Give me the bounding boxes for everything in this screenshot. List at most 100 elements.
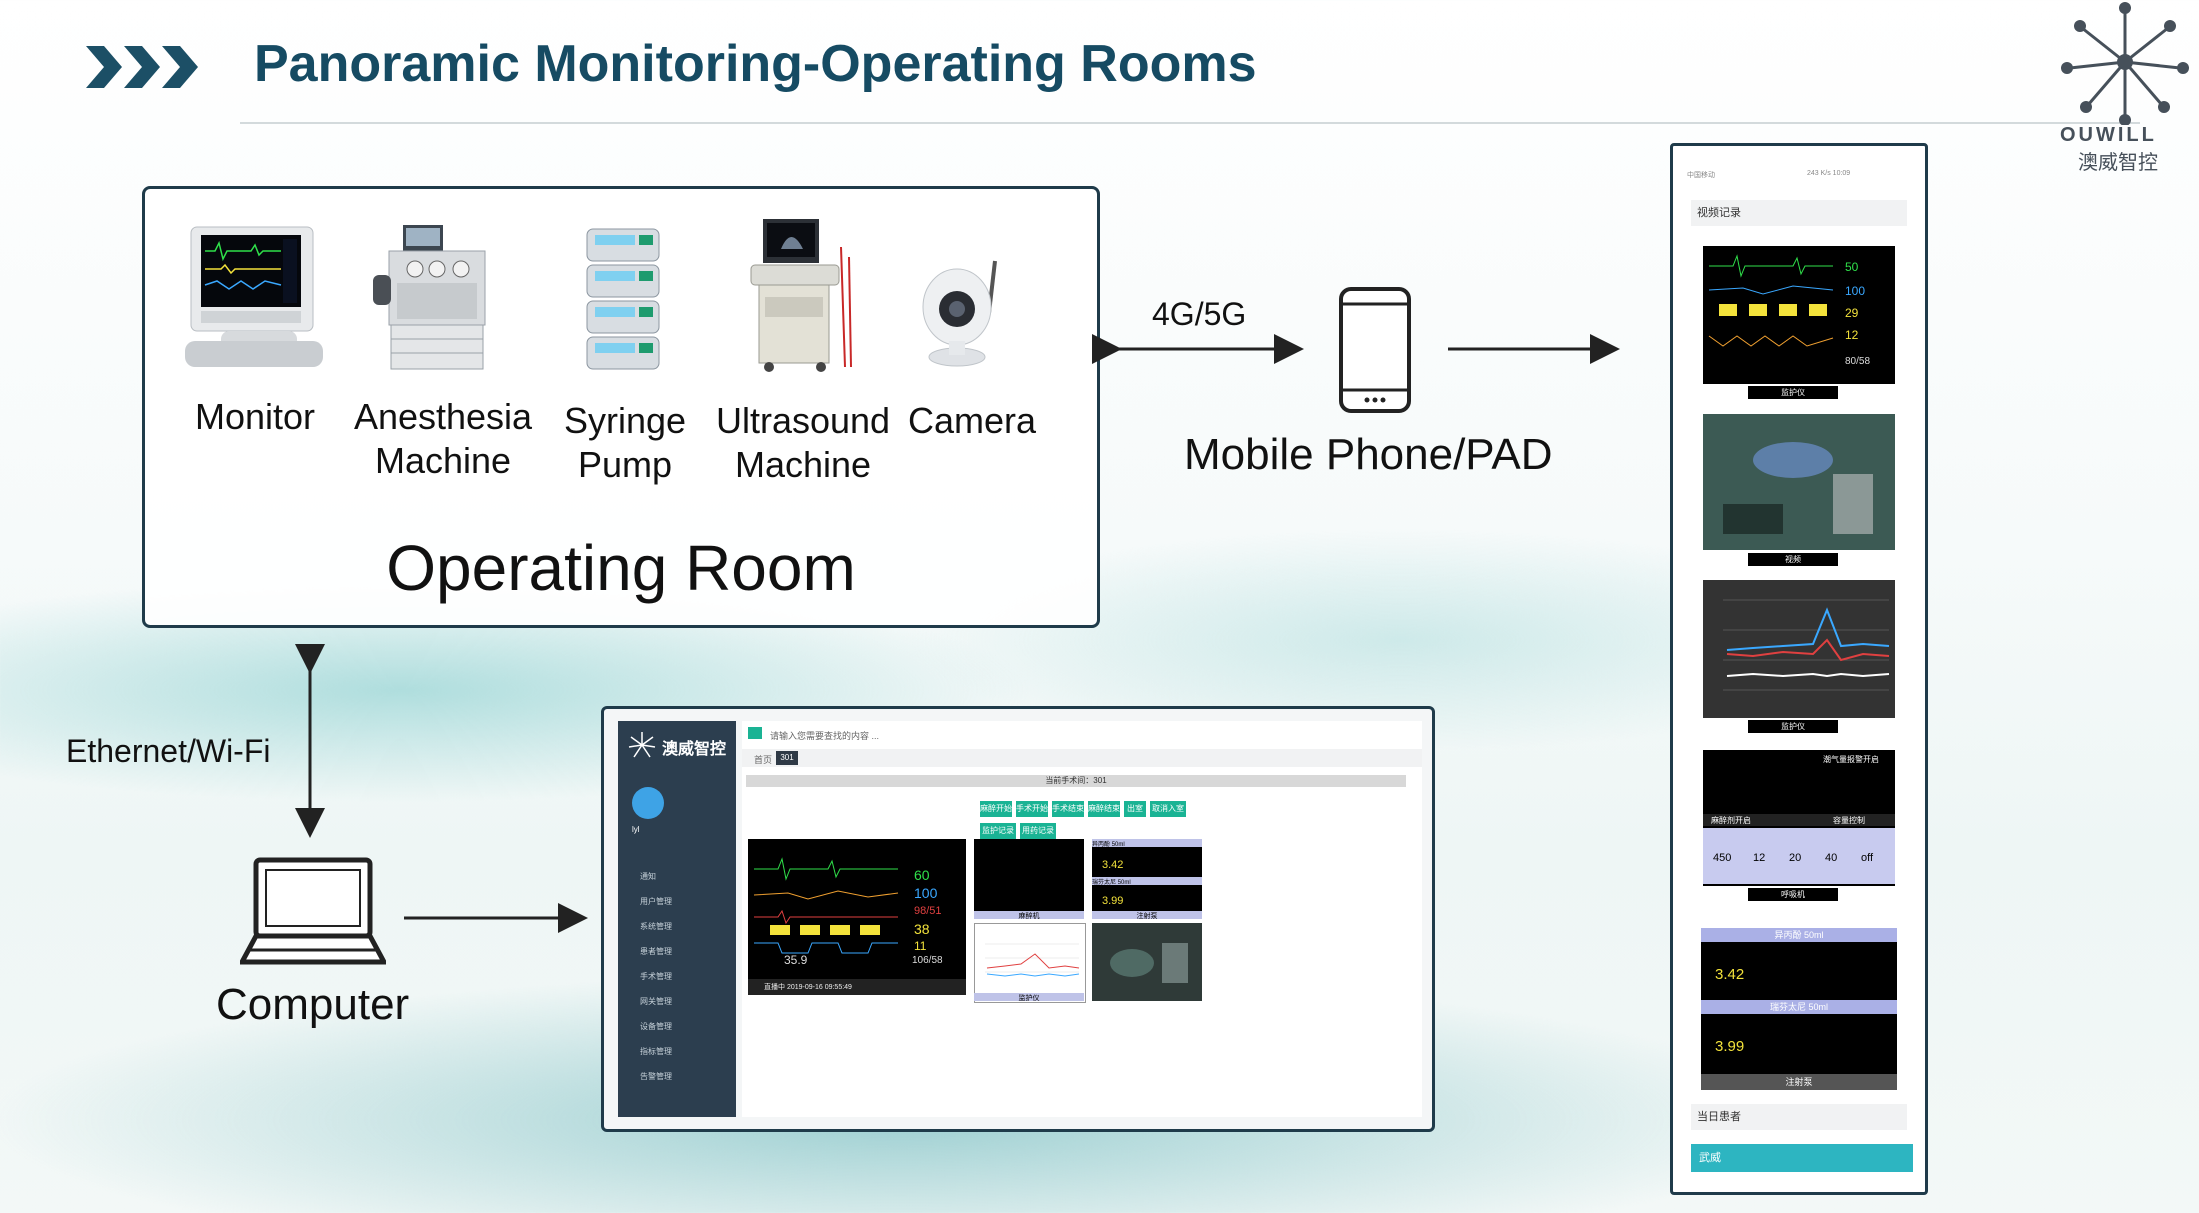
anesthesia-machine-icon [369,221,493,380]
sidebar-item[interactable]: 患者管理 [640,947,672,956]
avatar[interactable] [632,787,664,819]
hr-value: 60 [914,867,930,883]
camera-icon [917,257,1007,374]
video-card[interactable] [1703,414,1895,550]
device-label-line2: Pump [577,444,673,485]
action-button[interactable]: 麻醉结束 [1088,801,1120,817]
operating-room-box: Monitor Anesthesia Machine Syringe Pump … [142,186,1100,628]
sidebar-item[interactable]: 网关管理 [640,997,672,1006]
title-divider [240,122,2140,124]
vent-value: 450 [1713,852,1732,864]
menu-toggle-icon[interactable] [748,727,762,739]
mobile-phone-icon [1338,286,1412,419]
monitor-device-icon [181,221,327,380]
record-tab[interactable]: 监护记录 [980,823,1016,839]
trend-card[interactable] [1703,580,1895,718]
action-button[interactable]: 手术结束 [1052,801,1084,817]
sidebar-item[interactable]: 手术管理 [640,972,672,981]
pump-panel: 异丙酚 50ml 3.42 瑞芬太尼 50ml 3.99 [1092,839,1202,917]
page-title: Panoramic Monitoring-Operating Rooms [254,35,1257,93]
sidebar-item[interactable]: 用户管理 [640,897,672,906]
etco2-value: 38 [914,921,930,937]
brand-name-cn: 澳威智控 [2078,152,2158,174]
brand-name: OUWILL [2060,124,2157,146]
ventilator-card[interactable]: 潮气量报警开启 麻醉剂开启 容量控制 450 12 20 40 off [1703,750,1895,886]
panel-caption: 注射泵 [1092,911,1202,920]
pump-a-value: 3.42 [1102,859,1124,871]
action-button[interactable]: 手术开始 [1016,801,1048,817]
art-value: 106/58 [912,955,943,966]
pump-a-name: 异丙酚 [1092,842,1111,848]
mobile-app-screenshot: 中国移动 243 K/s 10:09 视频记录 50 100 29 12 80/… [1670,143,1928,1195]
sidebar-item[interactable]: 指标管理 [640,1047,672,1056]
device-label-line1: Anesthesia [353,396,533,437]
rr-value: 11 [914,939,927,953]
pump-card[interactable]: 异丙酚 50ml 3.42 瑞芬太尼 50ml 3.99 注射泵 [1701,928,1897,1090]
patient-button[interactable]: 武威 [1691,1144,1913,1172]
room-title: 当前手术间：301 [746,775,1406,787]
live-status: 直播中 2019-09-16 09:55:49 [764,984,852,991]
ultrasound-machine-icon [741,217,859,380]
desktop-brand: 澳威智控 [662,741,727,758]
pump-b-value: 3.99 [1102,895,1124,907]
mobile-label: Mobile Phone/PAD [1184,430,1553,479]
sidebar-item[interactable]: 通知 [640,872,656,881]
vent-mode: 容量控制 [1833,816,1865,825]
rr-value: 12 [1845,328,1859,342]
spo2-value: 100 [1845,284,1866,298]
card-caption: 监护仪 [1748,720,1838,733]
search-input[interactable]: 请输入您需要查找的内容 ... [770,731,880,741]
wired-network-label: Ethernet/Wi-Fi [66,733,271,769]
mobile-network-label: 4G/5G [1152,296,1247,332]
pump-b-volume: 50ml [1808,1002,1829,1012]
etco2-value: 29 [1845,306,1859,320]
ventilator-panel [974,839,1084,917]
hr-value: 50 [1845,260,1859,274]
pump-caption: 注射泵 [1701,1074,1897,1090]
sidebar-item[interactable]: 设备管理 [640,1022,672,1031]
laptop-icon [237,856,389,977]
vent-value: 40 [1825,852,1838,864]
nibp-value: 80/58 [1845,356,1871,367]
temp-value: 35.9 [784,953,808,967]
action-button[interactable]: 麻醉开始 [980,801,1012,817]
monitor-card[interactable]: 50 100 29 12 80/58 [1703,246,1895,384]
chevrons-icon [86,42,206,97]
syringe-pump-icon [581,225,665,380]
pump-b-value: 3.99 [1715,1038,1745,1055]
device-label-line2: Machine [374,440,512,481]
nibp-value: 98/51 [914,905,942,917]
vent-value: 20 [1789,852,1802,864]
action-button[interactable]: 取消入室 [1150,801,1186,817]
section-patients: 当日患者 [1691,1104,1907,1130]
vent-agent: 麻醉剂开启 [1711,816,1751,825]
sidebar-item[interactable]: 系统管理 [640,922,672,931]
desktop-app-screenshot: 澳威智控 lyl 通知 用户管理 系统管理 患者管理 手术管理 网关管理 设备管… [601,706,1435,1132]
trend-chart-panel [974,923,1086,1003]
spo2-value: 100 [914,885,938,901]
device-label-line1: Camera [907,400,1037,441]
device-label-line1: Syringe [563,400,687,441]
vent-value: 12 [1753,852,1766,864]
brand-logo-icon [2050,0,2199,170]
device-label-line1: Ultrasound [715,400,891,441]
sidebar-item[interactable]: 告警管理 [640,1072,672,1081]
pump-a-name: 异丙酚 [1774,930,1802,940]
panel-caption: 麻醉机 [974,911,1084,920]
brand-logo-icon [628,732,656,758]
tab-room[interactable]: 301 [776,751,798,765]
record-tab[interactable]: 用药记录 [1020,823,1056,839]
vent-alarm: 潮气量报警开启 [1823,755,1879,764]
action-button[interactable]: 出室 [1124,801,1146,817]
device-label-line2: Machine [734,444,872,485]
pump-a-volume: 50ml [1804,930,1824,940]
desktop-sidebar: 澳威智控 lyl 通知 用户管理 系统管理 患者管理 手术管理 网关管理 设备管… [618,721,736,1117]
pump-b-name: 瑞芬太尼 [1769,1002,1806,1012]
desktop-main: 请输入您需要查找的内容 ... 首页 301 当前手术间：301 麻醉开始 手术… [742,721,1422,1117]
status-right: 243 K/s 10:09 [1807,170,1851,177]
tab-home[interactable]: 首页 [754,755,773,765]
vent-value: off [1861,852,1874,864]
or-video-panel[interactable] [1092,923,1202,1001]
card-caption: 呼吸机 [1748,888,1838,901]
